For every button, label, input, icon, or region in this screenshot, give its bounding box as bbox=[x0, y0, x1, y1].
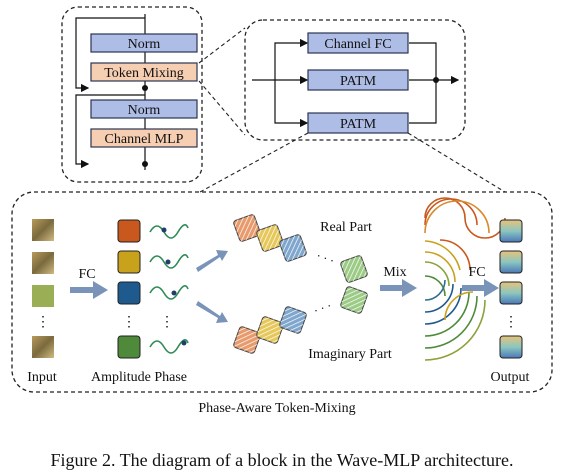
input-dots: ⋮ bbox=[36, 315, 50, 330]
imaginary-part-label: Imaginary Part bbox=[308, 347, 392, 362]
input-image-3 bbox=[32, 285, 54, 307]
fc-label-left: FC bbox=[78, 267, 95, 282]
detail-branch-top bbox=[274, 38, 309, 80]
patm-label-top: PATM bbox=[340, 74, 377, 89]
amplitude-token-1 bbox=[117, 219, 141, 243]
mix-arrow bbox=[380, 279, 417, 297]
output-tokens bbox=[499, 219, 523, 359]
block-frame bbox=[61, 6, 203, 183]
input-label: Input bbox=[27, 370, 57, 385]
phase-wave-4 bbox=[149, 339, 189, 354]
branch-arrow-down bbox=[196, 301, 228, 323]
patm-block-top bbox=[307, 69, 409, 91]
input-images bbox=[32, 219, 54, 358]
mix-label: Mix bbox=[383, 265, 406, 280]
fc-label-right: FC bbox=[468, 265, 485, 280]
norm-block-2 bbox=[90, 99, 198, 119]
norm-label-2: Norm bbox=[128, 103, 161, 118]
fc-arrow-left bbox=[70, 281, 108, 299]
output-dots: ⋮ bbox=[504, 315, 518, 330]
phase-wave-2 bbox=[149, 254, 189, 269]
zoom-link-patm-left bbox=[199, 132, 309, 193]
figure-caption: Figure 2. The diagram of a block in the … bbox=[50, 450, 513, 470]
imaginary-part-dots: · · · bbox=[312, 299, 334, 318]
input-image-2 bbox=[32, 252, 54, 274]
amplitude-token-2 bbox=[117, 250, 141, 274]
channel-mlp-label: Channel MLP bbox=[105, 132, 184, 147]
output-token-4 bbox=[499, 335, 523, 359]
detail-merge-bottom bbox=[409, 80, 437, 124]
patm-block-bottom bbox=[307, 112, 409, 134]
channel-mlp-block bbox=[90, 128, 198, 148]
real-part-label: Real Part bbox=[320, 220, 372, 235]
zoom-link-top bbox=[198, 27, 246, 64]
zoom-link-bottom bbox=[198, 80, 246, 136]
token-mixing-label: Token Mixing bbox=[104, 66, 184, 81]
zoom-link-patm-right bbox=[407, 132, 506, 193]
block-residual-2 bbox=[75, 94, 145, 169]
phase-wave-1 bbox=[149, 224, 189, 239]
channel-fc-block bbox=[307, 32, 409, 54]
add-node-1 bbox=[142, 85, 148, 91]
amplitude-phase-label: Amplitude Phase bbox=[91, 370, 187, 385]
real-part-tokens bbox=[233, 214, 368, 283]
phase-dots: ⋮ bbox=[160, 315, 174, 330]
detail-branch-bottom bbox=[274, 80, 309, 128]
amplitude-dots: ⋮ bbox=[122, 315, 136, 330]
output-token-2 bbox=[499, 250, 523, 274]
block-residual-1 bbox=[75, 17, 145, 93]
patm-frame bbox=[11, 191, 553, 393]
amplitude-token-3 bbox=[117, 281, 141, 305]
token-mixing-block bbox=[90, 62, 198, 82]
norm-label-1: Norm bbox=[128, 37, 161, 52]
fc-arrow-right bbox=[462, 279, 499, 297]
wave-superposition bbox=[424, 197, 506, 361]
norm-block-1 bbox=[90, 33, 198, 53]
input-image-1 bbox=[32, 219, 54, 241]
add-node-2 bbox=[142, 161, 148, 167]
patm-label-bottom: PATM bbox=[340, 117, 377, 132]
real-part-dots: · · · bbox=[315, 249, 337, 268]
branch-arrow-up bbox=[196, 250, 228, 272]
token-mixing-detail-frame bbox=[244, 19, 466, 141]
input-image-4 bbox=[32, 336, 54, 358]
output-token-3 bbox=[499, 281, 523, 305]
phase-wave-3 bbox=[149, 285, 189, 300]
patm-title: Phase-Aware Token-Mixing bbox=[198, 401, 355, 416]
phase-waves bbox=[149, 224, 189, 354]
detail-merge-top bbox=[409, 42, 437, 80]
amplitude-token-4 bbox=[117, 335, 141, 359]
channel-fc-label: Channel FC bbox=[324, 37, 391, 52]
output-label: Output bbox=[491, 370, 530, 385]
imaginary-part-tokens bbox=[233, 286, 368, 354]
detail-sum-node bbox=[433, 77, 439, 83]
output-token-1 bbox=[499, 219, 523, 243]
